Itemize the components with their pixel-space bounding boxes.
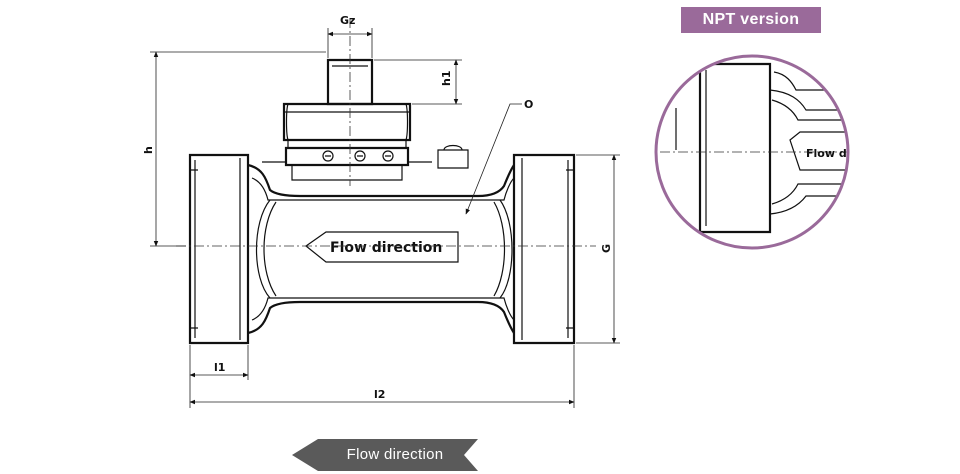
dimension-lines <box>150 28 620 408</box>
dimension-labels: Gz h1 h G l1 l2 O <box>142 14 613 401</box>
body-flow-label: Flow direction <box>330 240 442 256</box>
flow-direction-arrow: Flow direction <box>292 439 478 471</box>
dim-g-label: G <box>600 244 613 253</box>
centre-lines <box>176 18 596 247</box>
npt-version-badge: NPT version <box>681 7 821 33</box>
valve-body: Flow direction <box>188 58 576 345</box>
dim-l1-label: l1 <box>214 361 225 374</box>
npt-detail-view: Flow di <box>654 54 850 250</box>
flow-arrow-shape <box>292 439 478 471</box>
dim-l2-label: l2 <box>374 388 385 401</box>
npt-version-label: NPT version <box>702 11 800 28</box>
dim-h-label: h <box>142 146 155 154</box>
flow-direction-label: Flow direction <box>346 446 444 463</box>
dim-h1-label: h1 <box>440 71 453 87</box>
dim-gz-label: Gz <box>340 14 355 27</box>
detail-flow-label: Flow di <box>806 147 850 160</box>
dim-o-label: O <box>524 98 533 111</box>
